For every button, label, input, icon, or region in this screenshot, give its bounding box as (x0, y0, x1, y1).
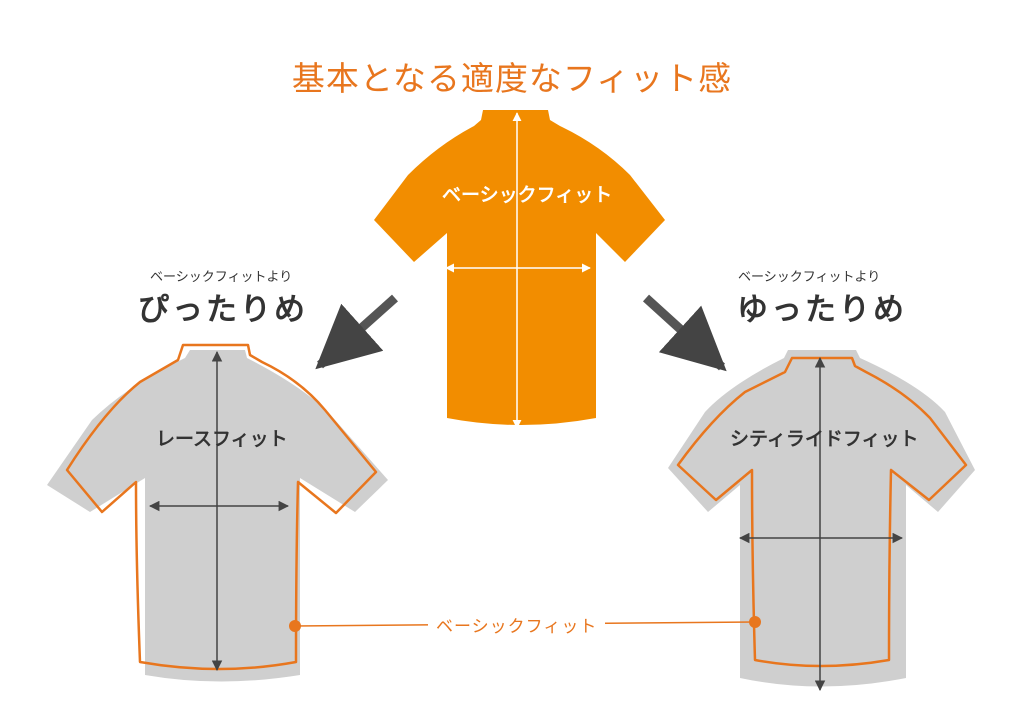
connector-dot-right (749, 616, 761, 628)
basic-fit-outline-right (676, 356, 968, 668)
right-comparison-note: ベーシックフィットより (738, 270, 881, 285)
right-direction-arrow (642, 294, 727, 372)
basic-fit-label: ベーシックフィット (442, 184, 613, 206)
city-ride-fit-label: シティライドフィット (730, 428, 919, 450)
city-ride-fit-jersey (668, 350, 975, 687)
race-fit-label: レースフィット (156, 428, 288, 450)
page-title: 基本となる適度なフィット感 (291, 59, 733, 98)
basic-fit-compare-label: ベーシックフィット (428, 612, 606, 637)
connector-dot-left (289, 620, 301, 632)
left-comparison-note: ベーシックフィットより (150, 270, 293, 285)
right-heading: ゆったりめ (737, 292, 907, 328)
left-direction-arrow (315, 294, 398, 370)
left-heading: ぴったりめ (138, 292, 308, 328)
